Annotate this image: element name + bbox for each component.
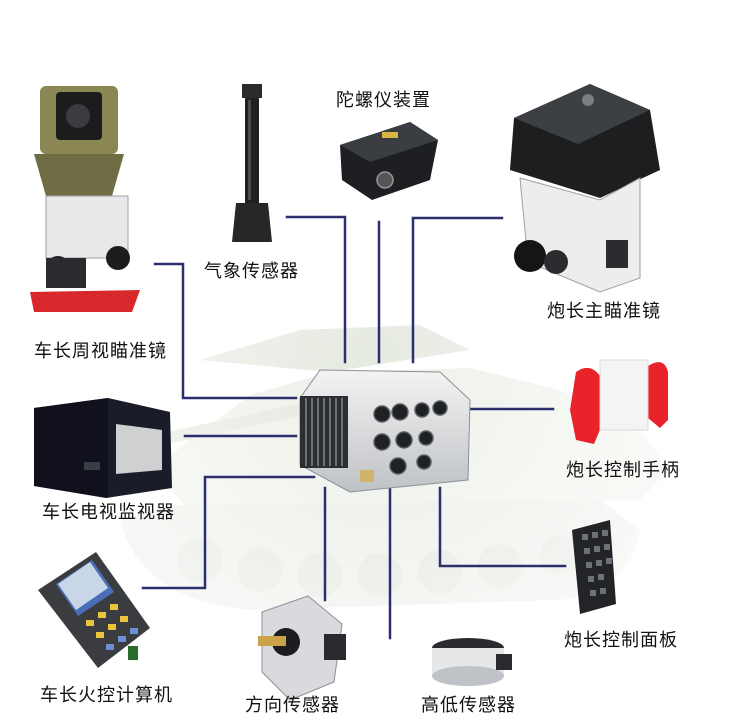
label-direction-sensor: 方向传感器 [245, 695, 340, 716]
weather-sensor-mast-icon [232, 84, 272, 242]
fire-control-computer-unit-icon [299, 369, 471, 493]
gyroscope-unit-icon [340, 122, 438, 200]
connector-gunner-sight [411, 216, 504, 364]
gunner-main-sight-icon [510, 84, 660, 293]
label-elevation-sensor: 高低传感器 [421, 695, 516, 716]
label-gunner-handle: 炮长控制手柄 [566, 460, 680, 481]
label-gyro: 陀螺仪装置 [336, 90, 431, 111]
connector-weather [285, 215, 347, 364]
label-weather-sensor: 气象传感器 [204, 261, 299, 282]
label-gunner-panel: 炮长控制面板 [564, 630, 678, 651]
label-commander-sight: 车长周视瞄准镜 [34, 341, 167, 362]
handheld-computer-keypad-icon [38, 552, 150, 668]
connector-panel [438, 486, 567, 568]
commander-panoramic-sight-icon [30, 86, 140, 312]
label-commander-tv: 车长电视监视器 [42, 502, 175, 523]
elevation-sensor-icon [432, 638, 512, 686]
label-commander-computer: 车长火控计算机 [40, 685, 173, 706]
tv-monitor-icon [34, 398, 172, 498]
control-panel-icon [572, 520, 616, 614]
connector-commander-computer [141, 475, 316, 590]
label-gunner-sight: 炮长主瞄准镜 [547, 301, 661, 322]
direction-sensor-icon [258, 595, 346, 701]
connector-lines [141, 215, 567, 640]
gunner-control-handle-icon [570, 359, 668, 444]
connector-commander-sight [153, 262, 298, 400]
